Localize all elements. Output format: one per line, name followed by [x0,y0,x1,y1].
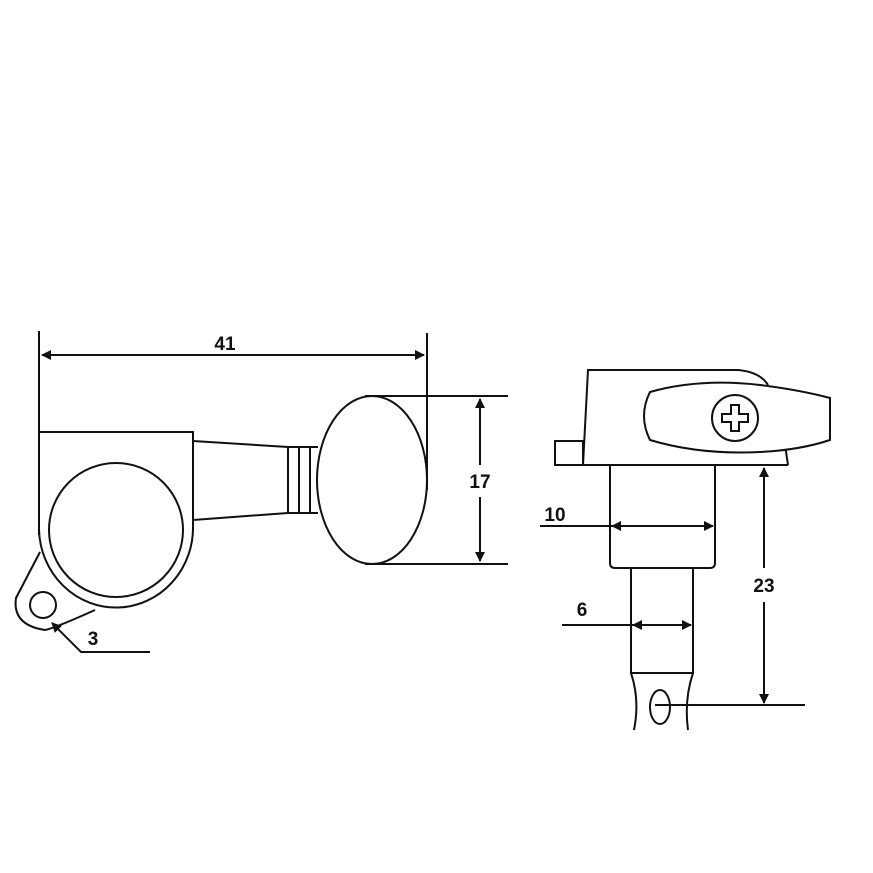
front-view: 10 6 23 [540,369,831,731]
string-post [630,568,694,674]
mounting-ear [14,551,96,632]
dimension-label-knob: 17 [469,472,490,493]
housing-tab [554,440,584,466]
gear-cover [48,462,184,598]
side-view: 41 17 3 [14,331,508,653]
tuner-wing [643,381,831,454]
leader-line-hole [51,622,150,653]
housing-top [582,369,769,466]
shaft-ribs [287,446,318,514]
bushing [609,465,716,569]
phillips-cross-icon [721,404,749,432]
shaft-top [192,440,289,448]
housing-body [38,431,195,609]
shaft-bottom [192,512,289,521]
dimension-label-length: 41 [214,334,236,355]
string-post-neck [630,672,694,731]
screw-head [711,394,759,442]
string-hole [649,689,671,725]
dimension-label-post: 6 [577,600,588,621]
dimension-label-bushing: 10 [544,505,565,526]
dimension-label-hole: 3 [88,629,99,650]
tuner-knob [316,395,428,565]
dimension-label-height: 23 [753,576,774,597]
mount-hole [29,591,57,619]
